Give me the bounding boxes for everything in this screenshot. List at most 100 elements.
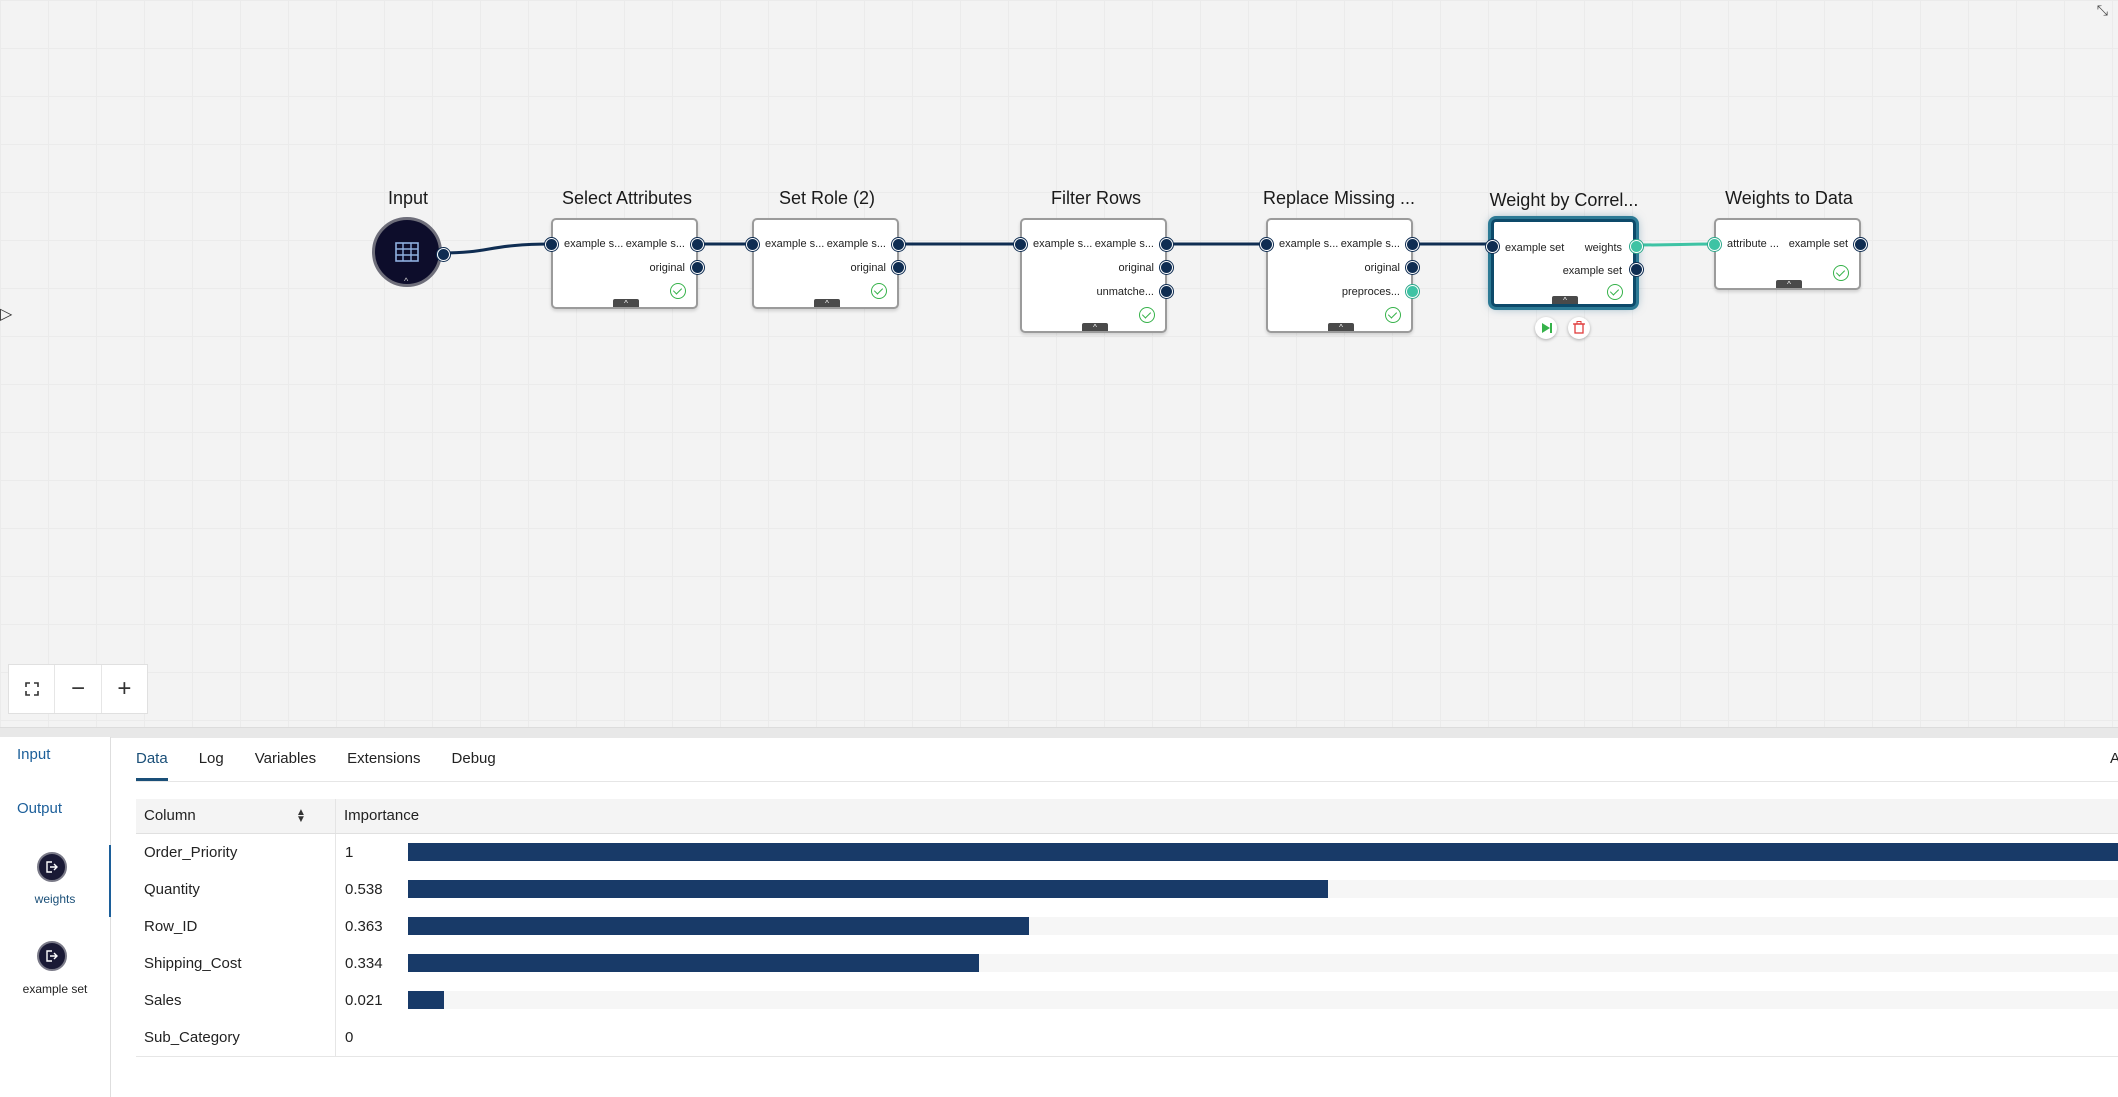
status-check-icon (1833, 265, 1849, 281)
status-check-icon (1139, 307, 1155, 323)
port-label: weights (1584, 242, 1622, 254)
fit-view-button[interactable] (9, 665, 56, 713)
importance-bar (408, 917, 1029, 935)
attribute-name: Quantity (144, 881, 200, 898)
zoom-in-button[interactable]: + (117, 675, 132, 702)
output-port[interactable] (691, 238, 704, 251)
weights-port-label: weights (34, 892, 76, 906)
collapse-canvas-icon[interactable]: ⤡ (2096, 2, 2108, 18)
attribute-name: Shipping_Cost (144, 955, 242, 972)
expand-handle-icon[interactable]: ^ (1776, 280, 1802, 289)
port-label: example s... (1279, 238, 1339, 250)
operator-select-attributes[interactable]: example s... example s... original ^ (551, 218, 698, 309)
example-set-port-button[interactable] (37, 941, 67, 971)
side-panel-toggle-icon[interactable]: ▷ (0, 306, 13, 323)
output-port[interactable] (1406, 285, 1419, 298)
output-port[interactable] (1160, 285, 1173, 298)
active-port-indicator (109, 845, 111, 917)
importance-value: 0.538 (345, 881, 383, 898)
input-node[interactable]: ^ (372, 217, 442, 287)
zoom-out-button[interactable]: − (55, 665, 102, 713)
input-port[interactable] (746, 238, 759, 251)
cell-separator (335, 871, 336, 908)
cell-separator (335, 945, 336, 982)
output-port[interactable] (691, 261, 704, 274)
importance-value: 0.021 (345, 992, 383, 1009)
table-row: Row_ID 0.363 (136, 908, 2118, 946)
workflow-canvas[interactable]: ⤡ ▷ Input ^ Select Attributes example s.… (0, 0, 2118, 727)
output-port[interactable] (892, 238, 905, 251)
expand-handle-icon[interactable]: ^ (613, 299, 639, 308)
run-node-button[interactable] (1535, 317, 1557, 339)
corner-label: A (2110, 750, 2118, 767)
cell-separator (335, 908, 336, 945)
tab-data[interactable]: Data (136, 748, 168, 782)
operator-set-role[interactable]: example s... example s... original ^ (752, 218, 899, 309)
importance-value: 0 (345, 1029, 354, 1046)
output-port[interactable] (1406, 261, 1419, 274)
tab-variables[interactable]: Variables (254, 750, 317, 767)
port-label: attribute ... (1727, 238, 1779, 250)
delete-node-button[interactable] (1568, 317, 1590, 339)
port-label: preproces... (1341, 286, 1400, 298)
importance-bar-track (408, 843, 2118, 861)
input-port[interactable] (1486, 240, 1499, 253)
output-port[interactable] (1160, 261, 1173, 274)
port-label: example set (1505, 242, 1565, 254)
panel-splitter[interactable] (0, 727, 2118, 738)
attribute-name: Row_ID (144, 918, 198, 935)
importance-value: 0.363 (345, 918, 383, 935)
tab-log[interactable]: Log (198, 750, 224, 767)
port-label: example s... (625, 238, 685, 250)
weights-port-button[interactable] (37, 852, 67, 882)
operator-replace-missing[interactable]: example s... example s... original prepr… (1266, 218, 1413, 333)
tab-debug[interactable]: Debug (451, 750, 496, 767)
port-label: original (1364, 262, 1400, 274)
importance-bar (408, 880, 1328, 898)
table-row: Sales 0.021 (136, 982, 2118, 1020)
cell-separator (335, 834, 336, 871)
output-link[interactable]: Output (17, 800, 63, 817)
operator-weights-to-data[interactable]: attribute ... example set ^ (1714, 218, 1861, 290)
expand-handle-icon[interactable]: ^ (814, 299, 840, 308)
chevron-up-icon: ^ (404, 276, 409, 286)
node-title-replace-missing: Replace Missing ... (1262, 188, 1416, 208)
importance-bar-track (408, 880, 2118, 898)
cell-separator (335, 982, 336, 1019)
output-port[interactable] (892, 261, 905, 274)
expand-handle-icon[interactable]: ^ (1328, 323, 1354, 332)
trash-icon (1573, 321, 1585, 334)
attribute-name: Sub_Category (144, 1029, 240, 1046)
attribute-name: Order_Priority (144, 844, 238, 861)
exit-port-icon (46, 950, 58, 962)
input-port[interactable] (545, 238, 558, 251)
importance-bar-track (408, 954, 2118, 972)
column-header[interactable]: Column (144, 807, 196, 824)
output-port[interactable] (1406, 238, 1419, 251)
tab-extensions[interactable]: Extensions (347, 750, 421, 767)
port-label: example s... (826, 238, 886, 250)
table-header: Column ▲▼ Importance (136, 799, 2118, 834)
status-check-icon (871, 283, 887, 299)
expand-handle-icon[interactable]: ^ (1552, 296, 1578, 305)
port-label: unmatche... (1096, 286, 1154, 298)
input-node-output-port[interactable] (437, 248, 450, 261)
input-port[interactable] (1260, 238, 1273, 251)
operator-weight-by-correlation[interactable]: example set weights example set ^ (1491, 219, 1636, 307)
input-port[interactable] (1014, 238, 1027, 251)
expand-handle-icon[interactable]: ^ (1082, 323, 1108, 332)
zoom-controls: − + (8, 664, 148, 714)
sort-icon[interactable]: ▲▼ (296, 807, 306, 825)
wire-weight-weightsdata (1635, 242, 1716, 247)
node-title-weight-by-correlation: Weight by Correl... (1489, 190, 1639, 210)
output-port[interactable] (1854, 238, 1867, 251)
output-port[interactable] (1630, 263, 1643, 276)
port-label: original (850, 262, 886, 274)
importance-value: 0.334 (345, 955, 383, 972)
output-port[interactable] (1160, 238, 1173, 251)
port-label: example s... (1033, 238, 1093, 250)
output-port[interactable] (1630, 240, 1643, 253)
input-port[interactable] (1708, 238, 1721, 251)
input-link[interactable]: Input (17, 746, 51, 763)
operator-filter-rows[interactable]: example s... example s... original unmat… (1020, 218, 1167, 333)
